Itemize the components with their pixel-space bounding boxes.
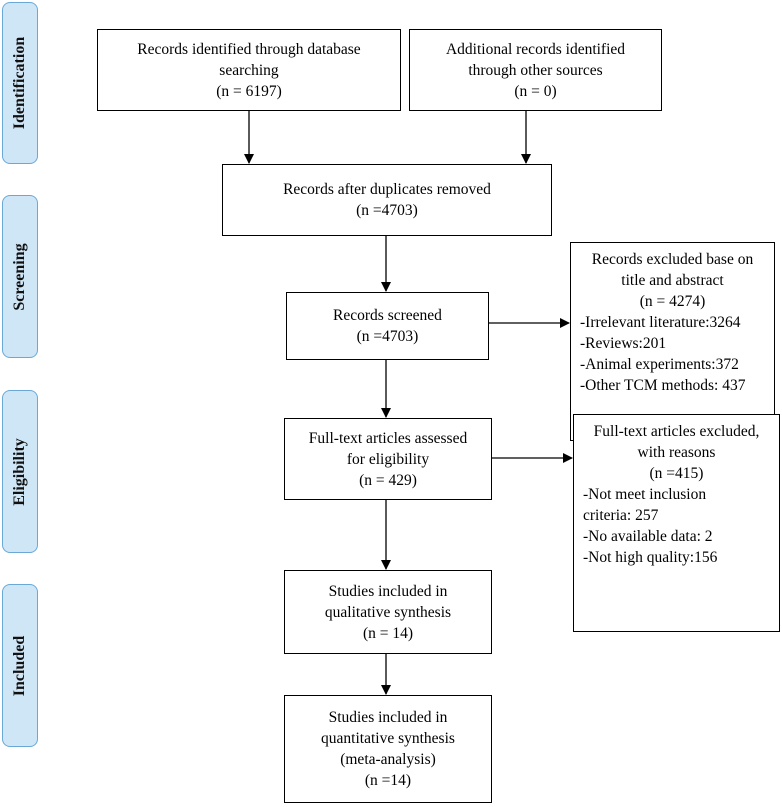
box-database-search: Records identified through database sear… [97, 29, 401, 111]
box-qualitative-line: Studies included in [328, 582, 448, 600]
fulltext-excluded-item: -No available data: 2 [583, 528, 713, 545]
box-database-search-line: searching [219, 61, 279, 79]
fulltext-excluded-count: (n =415) [649, 465, 704, 482]
box-other-sources-line: Additional records identified [445, 40, 626, 58]
box-database-search-line: Records identified through database [137, 40, 361, 58]
excluded-title-abstract-item: -Animal experiments:372 [580, 356, 739, 373]
excluded-title-abstract-item: -Other TCM methods: 437 [580, 377, 746, 394]
box-fulltext-assessed-line: for eligibility [346, 450, 430, 468]
box-fulltext-assessed: Full-text articles assessed for eligibil… [284, 418, 492, 500]
box-after-duplicates: Records after duplicates removed (n =470… [222, 164, 552, 236]
box-qualitative-line: qualitative synthesis [324, 603, 452, 621]
excluded-title-abstract-heading: title and abstract [621, 272, 724, 289]
box-records-screened-line: Records screened [333, 307, 442, 324]
box-quantitative-line: (meta-analysis) [340, 751, 436, 768]
stage-identification: Identification [2, 2, 38, 164]
box-after-duplicates-count: (n =4703) [356, 202, 418, 219]
excluded-title-abstract-heading: Records excluded base on [591, 251, 754, 268]
box-fulltext-assessed-count: (n = 429) [359, 471, 417, 489]
fulltext-excluded-heading: with reasons [637, 444, 716, 461]
stage-included: Included [2, 584, 38, 747]
excluded-title-abstract-count: (n = 4274) [639, 293, 706, 310]
box-database-search-count: (n = 6197) [216, 82, 282, 100]
box-excluded-title-abstract: Records excluded base on title and abstr… [570, 242, 775, 441]
box-quantitative-line: quantitative synthesis [321, 730, 455, 747]
fulltext-excluded-item: -Not high quality:156 [583, 549, 718, 566]
box-other-sources: Additional records identified through ot… [409, 29, 662, 111]
stage-screening: Screening [2, 195, 38, 358]
box-quantitative-synthesis: Studies included in quantitative synthes… [284, 695, 492, 803]
box-fulltext-assessed-line: Full-text articles assessed [308, 429, 468, 447]
box-fulltext-excluded: Full-text articles excluded, with reason… [573, 414, 780, 632]
box-other-sources-line: through other sources [468, 61, 603, 79]
box-records-screened-count: (n =4703) [356, 328, 419, 345]
fulltext-excluded-heading: Full-text articles excluded, [593, 423, 760, 440]
stage-eligibility: Eligibility [2, 390, 38, 553]
fulltext-excluded-item: -Not meet inclusion [583, 486, 707, 503]
box-quantitative-count: (n =14) [364, 772, 412, 789]
box-qualitative-count: (n = 14) [362, 624, 414, 642]
box-other-sources-count: (n = 0) [514, 82, 557, 100]
box-quantitative-line: Studies included in [328, 709, 448, 726]
box-records-screened: Records screened (n =4703) [286, 292, 489, 360]
excluded-title-abstract-item: -Reviews:201 [580, 335, 667, 352]
excluded-title-abstract-item: -Irrelevant literature:3264 [580, 314, 741, 331]
box-after-duplicates-line: Records after duplicates removed [283, 181, 491, 198]
box-qualitative-synthesis: Studies included in qualitative synthesi… [284, 570, 492, 654]
fulltext-excluded-item: criteria: 257 [583, 507, 659, 524]
